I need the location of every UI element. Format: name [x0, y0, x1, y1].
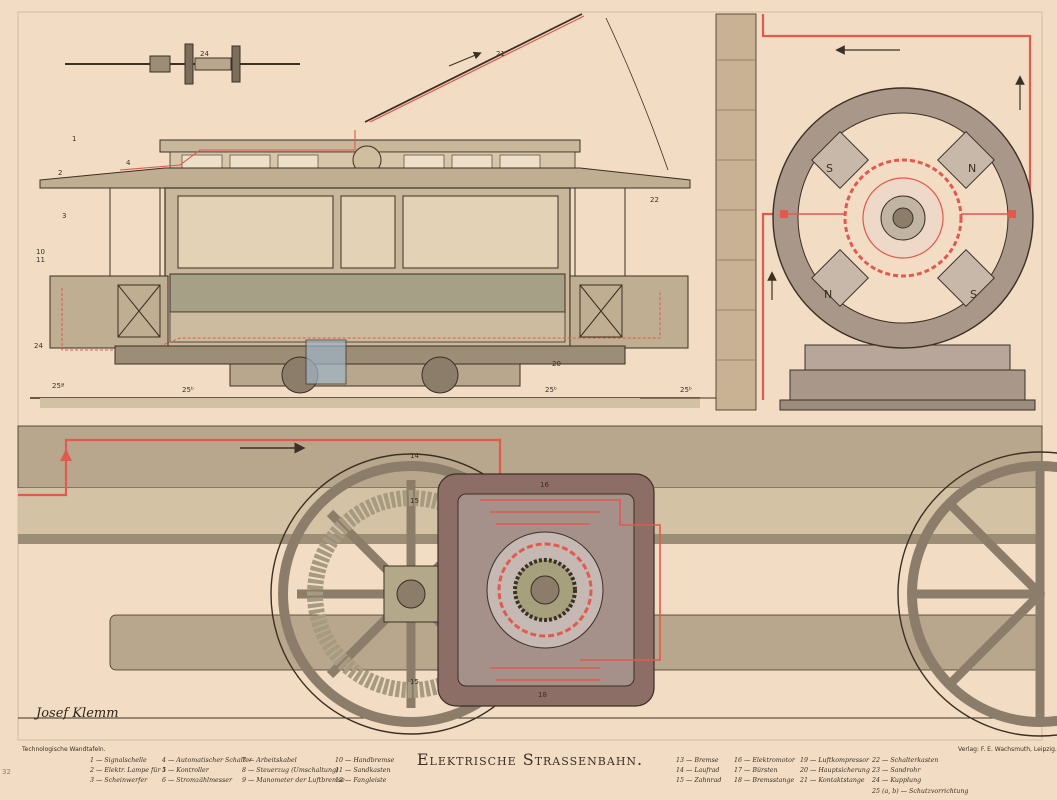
label-21: 21 [496, 50, 505, 58]
legend-col-4: 10 — Handbremse 11 — Sandkasten 12 — Fan… [335, 756, 394, 787]
legend-item: 20 — Hauptsicherung [800, 767, 870, 775]
wheel-right [897, 451, 1057, 737]
trolley-pole [364, 13, 583, 123]
motor-cross-section: S N N S [761, 14, 1036, 411]
legend-item: 1 — Signalschelle [90, 757, 147, 764]
legend-item: 22 — Schalterkasten [872, 757, 939, 764]
legend-item: 21 — Kontaktstange [800, 777, 865, 785]
series-name: Technologische Wandtafeln. [22, 746, 106, 753]
artist-signature: Josef Klemm [36, 706, 119, 721]
label-4: 4 [126, 159, 131, 167]
legend-col-7: 19 — Luftkompressor 20 — Hauptsicherung … [800, 756, 870, 787]
trolley-pole-detail [65, 43, 300, 85]
label-3: 3 [62, 212, 66, 220]
label-15-bottom: 15 [410, 678, 419, 686]
legend-item: 3 — Scheinwerfer [90, 777, 148, 785]
brick-wall [715, 13, 757, 411]
legend-item: 18 — Bremsstange [734, 777, 795, 785]
legend-item: 17 — Bürsten [734, 767, 778, 775]
label-16: 16 [540, 481, 549, 489]
plate-border [17, 11, 1043, 741]
legend-item: 4 — Automatischer Schalter [162, 757, 252, 764]
legend-col-8: 22 — Schalterkasten 23 — Sandrohr 24 — K… [872, 756, 968, 797]
legend-item: 5 — Kontroller [162, 767, 209, 775]
pole-n-top: N [968, 162, 976, 175]
tram-side-view [30, 13, 720, 408]
legend-item: 24 — Kupplung [872, 777, 922, 785]
plate-number: 32 [2, 768, 11, 776]
legend-item: 14 — Laufrad [676, 767, 720, 775]
legend-item: 8 — Steuerzug (Umschaltung) [242, 767, 339, 775]
legend-item: 10 — Handbremse [335, 757, 395, 764]
label-20: 20 [552, 360, 561, 368]
plate-title: Elektrische Strassenbahn. [416, 750, 644, 769]
legend-col-5: 13 — Bremse 14 — Laufrad 15 — Zahnrad [676, 756, 721, 787]
legend-col-6: 16 — Elektromotor 17 — Bürsten 18 — Brem… [734, 756, 795, 787]
legend-item: 2 — Elektr. Lampe für 1 [90, 767, 167, 775]
legend-item: 25 (a, b) — Schutzvorrichtung [872, 787, 969, 795]
legend-item: 19 — Luftkompressor [800, 757, 870, 764]
legend-item: 12 — Fangleiste [335, 777, 387, 785]
label-25b-3: 25ᵇ [680, 386, 692, 394]
traction-motor: 16 18 [437, 473, 661, 707]
pole-s-top: S [826, 162, 833, 175]
legend-col-2: 4 — Automatischer Schalter 5 — Kontrolle… [162, 756, 252, 787]
label-11: 11 [36, 256, 45, 264]
label-22: 22 [650, 196, 659, 204]
legend-item: 6 — Stromzählmesser [162, 777, 232, 785]
publisher: Verlag: F. E. Wachsmuth, Leipzig. [958, 746, 1057, 753]
legend-item: 7 — Arbeitskabel [242, 757, 297, 764]
label-25b-1: 25ᵇ [182, 386, 194, 394]
label-24-top: 24 [200, 50, 209, 58]
label-14: 14 [410, 452, 419, 460]
label-25b-2: 25ᵇ [545, 386, 557, 394]
label-2: 2 [58, 169, 62, 177]
legend-col-1: 1 — Signalschelle 2 — Elektr. Lampe für … [90, 756, 166, 787]
roof [39, 167, 691, 189]
pole-s-bottom: S [970, 288, 977, 301]
label-10: 10 [36, 248, 45, 256]
legend-item: 13 — Bremse [676, 757, 719, 764]
legend-item: 16 — Elektromotor [734, 757, 795, 764]
legend-item: 11 — Sandkasten [335, 767, 391, 775]
pole-n-bottom: N [824, 288, 832, 301]
motor-highlight [305, 339, 347, 385]
label-18: 18 [538, 691, 547, 699]
label-15-top: 15 [410, 497, 419, 505]
legend-item: 15 — Zahnrad [676, 777, 722, 785]
label-1: 1 [72, 135, 76, 143]
legend-col-3: 7 — Arbeitskabel 8 — Steuerzug (Umschalt… [242, 756, 345, 787]
label-24: 24 [34, 342, 43, 350]
legend-item: 9 — Manometer der Luftbremse [242, 777, 345, 785]
label-25a: 25ª [52, 382, 64, 390]
legend-item: 23 — Sandrohr [872, 767, 921, 775]
